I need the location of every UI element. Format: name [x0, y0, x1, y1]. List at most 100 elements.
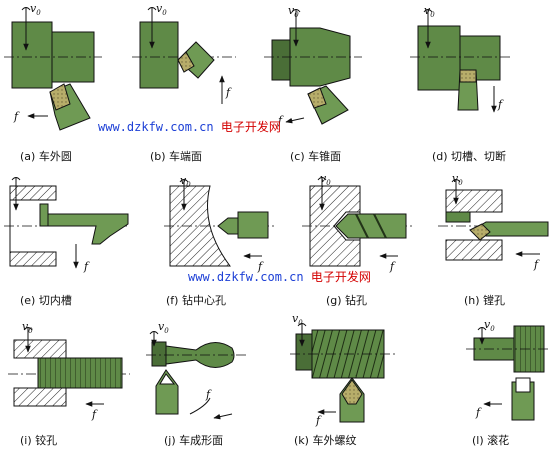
caption-k: (k) 车外螺纹 [294, 434, 357, 447]
caption-l: (l) 滚花 [472, 434, 510, 447]
workpiece-bottom-section [9, 251, 57, 267]
caption-b: (b) 车端面 [150, 150, 203, 163]
workpiece-stub [295, 333, 313, 371]
watermark-url: www.dzkfw.com.cn [98, 120, 214, 134]
rotation-arrow-icon [24, 327, 32, 353]
rotation-arrow-icon [22, 7, 30, 51]
feed-path-curve [189, 397, 211, 415]
twist-drill [335, 213, 407, 239]
watermark-site-name: 电子开发网 [310, 270, 371, 284]
tool-insert [469, 223, 491, 241]
rotation-arrow-icon [150, 331, 158, 347]
watermark-site-name: 电子开发网 [220, 120, 281, 134]
panel-g-drilling [302, 177, 412, 267]
caption-h: (h) 镗孔 [464, 294, 506, 307]
feed-symbol-h: f [533, 258, 540, 271]
bored-surface [445, 211, 471, 223]
panel-c-taper-turning [264, 9, 362, 125]
speed-symbol-b: v0 [156, 2, 167, 17]
tool-insert [307, 87, 327, 109]
rotation-arrow-icon [452, 179, 460, 205]
drill-flute [373, 213, 387, 239]
feed-symbol-i: f [91, 408, 98, 421]
caption-d: (d) 切槽、切断 [432, 150, 507, 163]
watermark-top: www.dzkfw.com.cn 电子开发网 [98, 118, 281, 135]
feed-symbol-g: f [389, 260, 396, 273]
workpiece-top-section [13, 339, 67, 359]
speed-symbol-a: v0 [30, 2, 41, 17]
workpiece-top-section [9, 185, 57, 201]
speed-symbol-i: v0 [22, 320, 33, 335]
watermark-url: www.dzkfw.com.cn [188, 270, 304, 284]
speed-symbol-c: v0 [288, 4, 299, 19]
caption-g: (g) 钻孔 [326, 294, 368, 307]
speed-symbol-h: v0 [452, 172, 463, 187]
panel-f-center-drilling [164, 179, 274, 267]
panel-j-form-turning [146, 331, 246, 420]
feed-symbol-j: f [205, 388, 212, 401]
workpiece-large [11, 21, 53, 89]
caption-c: (c) 车锥面 [290, 150, 342, 163]
rotation-arrow-icon [478, 327, 486, 345]
panel-e-inner-grooving [4, 177, 130, 269]
facing-tool [177, 41, 215, 79]
caption-f: (f) 钻中心孔 [166, 294, 226, 307]
boring-bar [45, 213, 129, 245]
feed-symbol-e: f [83, 260, 90, 273]
knurling-wheel [515, 377, 531, 393]
workpiece-top-section [445, 189, 503, 213]
workpiece-bottom-section [445, 239, 503, 261]
rotation-arrow-icon [298, 323, 306, 347]
caption-e: (e) 切内槽 [20, 294, 72, 307]
feed-arrow [213, 413, 233, 420]
workpiece-large [417, 25, 461, 91]
center-drill-tip [217, 217, 239, 235]
panel-b-facing [132, 7, 236, 104]
rotation-arrow-icon [180, 179, 188, 211]
feed-symbol-d: f [497, 98, 504, 111]
tool-insert [341, 379, 363, 405]
speed-symbol-j: v0 [158, 320, 169, 335]
rotation-arrow-icon [424, 9, 432, 49]
speed-symbol-f: v0 [180, 174, 191, 189]
feed-arrow [285, 117, 305, 124]
tool-insert [49, 83, 71, 111]
panel-d-grooving-cutting [410, 9, 510, 113]
rotation-arrow-icon [292, 9, 300, 47]
tool-insert [459, 69, 477, 83]
caption-a: (a) 车外圆 [20, 150, 72, 163]
feed-symbol-a: f [13, 110, 20, 123]
panel-i-reaming [8, 327, 130, 407]
feed-symbol-k: f [315, 414, 322, 427]
center-drill-body [237, 211, 269, 239]
rotation-arrow-icon [12, 177, 20, 211]
feed-symbol-b: f [225, 86, 232, 99]
panel-l-knurling [466, 325, 550, 421]
panel-a-turning-outer-circle [4, 7, 102, 131]
watermark-middle: www.dzkfw.com.cn 电子开发网 [188, 268, 371, 285]
rotation-arrow-icon [318, 177, 326, 211]
rotation-arrow-icon [148, 7, 156, 49]
panel-h-boring [438, 179, 549, 261]
panel-k-external-threading [290, 323, 398, 423]
reamer [37, 357, 123, 389]
groove-tool-tip [39, 203, 49, 227]
tool-insert [177, 51, 195, 73]
feed-symbol-f: f [257, 260, 264, 273]
feed-symbol-c: f [277, 114, 284, 127]
symbol-labels: v0 v0 v0 v0 v0 v0 v0 v0 v0 v0 v0 f f f f… [13, 2, 540, 427]
feed-symbol-l: f [475, 406, 482, 419]
drill-flute [355, 213, 369, 239]
caption-i: (i) 铰孔 [20, 434, 58, 447]
workpiece [139, 21, 179, 89]
workpiece-bottom-section [13, 387, 67, 407]
speed-symbol-k: v0 [292, 312, 303, 327]
speed-symbol-d: v0 [424, 4, 435, 19]
speed-symbol-l: v0 [484, 318, 495, 333]
caption-j: (j) 车成形面 [164, 434, 224, 447]
tool-insert [159, 373, 176, 385]
workpiece-collar [271, 39, 291, 81]
speed-symbol-g: v0 [320, 172, 331, 187]
